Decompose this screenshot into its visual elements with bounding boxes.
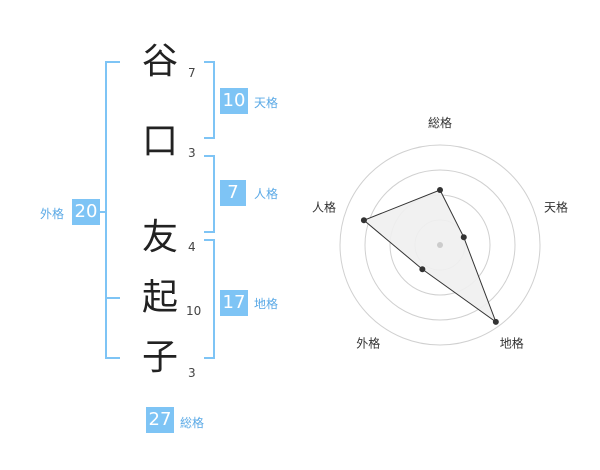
name-char-5: 子	[141, 337, 178, 378]
radar-point	[492, 318, 499, 325]
radar-point	[437, 187, 443, 193]
stroke-count-5: 3	[188, 366, 196, 380]
stroke-count-4: 10	[186, 304, 202, 318]
chikaku-bracket	[204, 239, 215, 359]
gaikaku-bracket	[105, 61, 120, 359]
radar-axis-label: 天格	[544, 199, 568, 214]
jinkaku-value: 7	[220, 180, 246, 206]
radar-point	[460, 234, 467, 241]
tenkaku-bracket	[204, 61, 215, 139]
soukaku-value: 27	[146, 407, 174, 433]
radar-center	[437, 242, 443, 248]
radar-polygon	[362, 189, 497, 324]
radar-ring	[364, 169, 516, 321]
chikaku-value: 17	[220, 290, 248, 316]
chikaku-label: 地格	[254, 297, 279, 311]
radar-point	[419, 266, 426, 273]
stroke-count-2: 3	[188, 146, 196, 160]
soukaku-label: 総格	[180, 416, 205, 430]
radar-axis-label: 総格	[428, 115, 452, 130]
radar-ring	[339, 144, 541, 346]
radar-axis-label: 地格	[500, 336, 524, 351]
name-char-4: 起	[141, 277, 178, 318]
name-char-2: 口	[141, 121, 178, 162]
stroke-count-1: 7	[188, 66, 196, 80]
radar-axis-label: 人格	[312, 199, 336, 214]
tenkaku-label: 天格	[254, 96, 279, 110]
gaikaku-label: 外格	[40, 207, 65, 221]
jinkaku-label: 人格	[254, 187, 279, 201]
name-char-1: 谷	[141, 41, 178, 82]
tenkaku-value: 10	[220, 88, 248, 114]
stroke-count-3: 4	[188, 240, 196, 254]
gaikaku-value: 20	[72, 199, 100, 225]
radar-axis-label: 外格	[356, 336, 380, 351]
jinkaku-bracket	[204, 155, 215, 233]
name-char-3: 友	[141, 217, 178, 258]
radar-point	[360, 217, 367, 224]
